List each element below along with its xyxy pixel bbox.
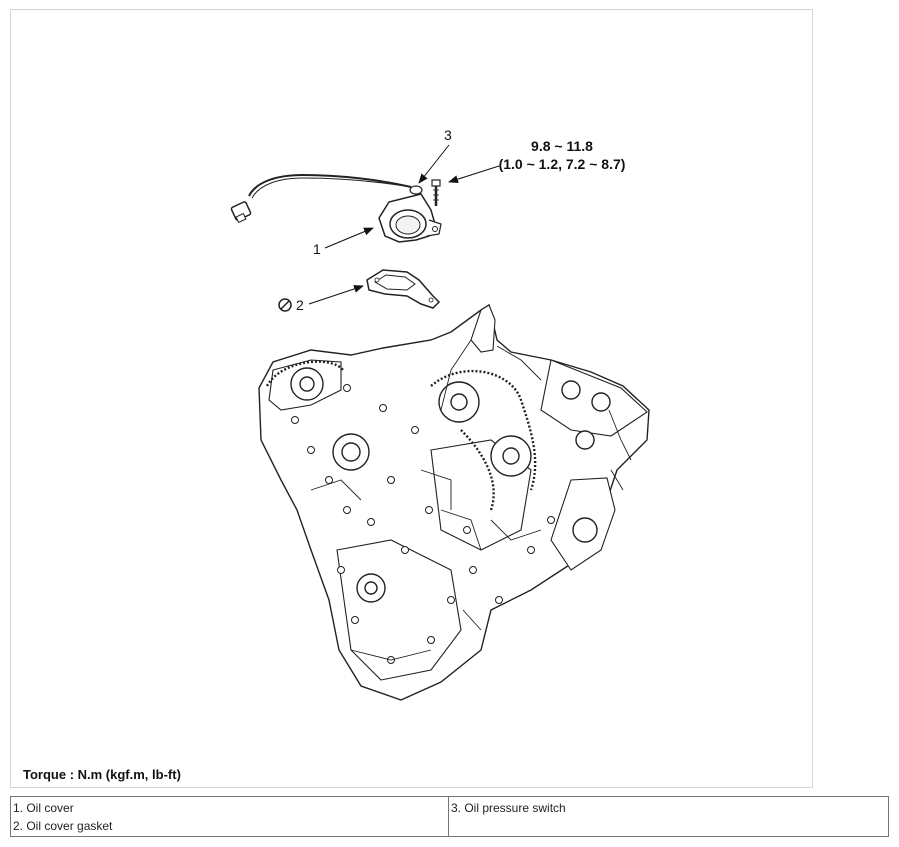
- engine-bolts: [291, 384, 555, 664]
- sprockets: [290, 367, 611, 603]
- callout-3-label: 3: [444, 127, 452, 143]
- diagram-frame: 3 9.8 ~ 11.8 (1.0 ~ 1.2, 7.2 ~ 8.7): [10, 9, 813, 788]
- do-not-reuse-icon: [278, 298, 292, 312]
- timing-chain: [265, 360, 537, 511]
- oil-cover: [378, 185, 442, 243]
- callout-2-label: 2: [296, 297, 304, 313]
- oil-cover-gasket: [366, 269, 441, 309]
- engine-detail-lines: [310, 339, 632, 661]
- callout-1-label: 1: [313, 241, 321, 257]
- engine-block: [258, 303, 650, 701]
- legend-column-left: 1. Oil cover 2. Oil cover gasket: [11, 797, 449, 836]
- torque-units-note: Torque : N.m (kgf.m, lb-ft): [23, 767, 181, 782]
- oil-pressure-switch: [230, 173, 412, 224]
- bolt-icon: [431, 179, 441, 206]
- legend-item-oil-cover: 1. Oil cover: [13, 801, 74, 815]
- legend-item-oil-cover-gasket: 2. Oil cover gasket: [13, 819, 113, 833]
- parts-legend-table: 1. Oil cover 2. Oil cover gasket 3. Oil …: [10, 796, 889, 837]
- callout-3-leader: [418, 144, 450, 184]
- legend-column-right: 3. Oil pressure switch: [449, 797, 888, 836]
- torque-value: 9.8 ~ 11.8: [531, 138, 593, 154]
- torque-conversion: (1.0 ~ 1.2, 7.2 ~ 8.7): [499, 156, 626, 172]
- callout-2-leader: [308, 285, 364, 305]
- legend-item-oil-pressure-switch: 3. Oil pressure switch: [451, 801, 566, 815]
- callout-1-leader: [324, 227, 374, 249]
- engine-exploded-diagram: 3 9.8 ~ 11.8 (1.0 ~ 1.2, 7.2 ~ 8.7): [230, 127, 650, 701]
- torque-leader: [448, 165, 500, 184]
